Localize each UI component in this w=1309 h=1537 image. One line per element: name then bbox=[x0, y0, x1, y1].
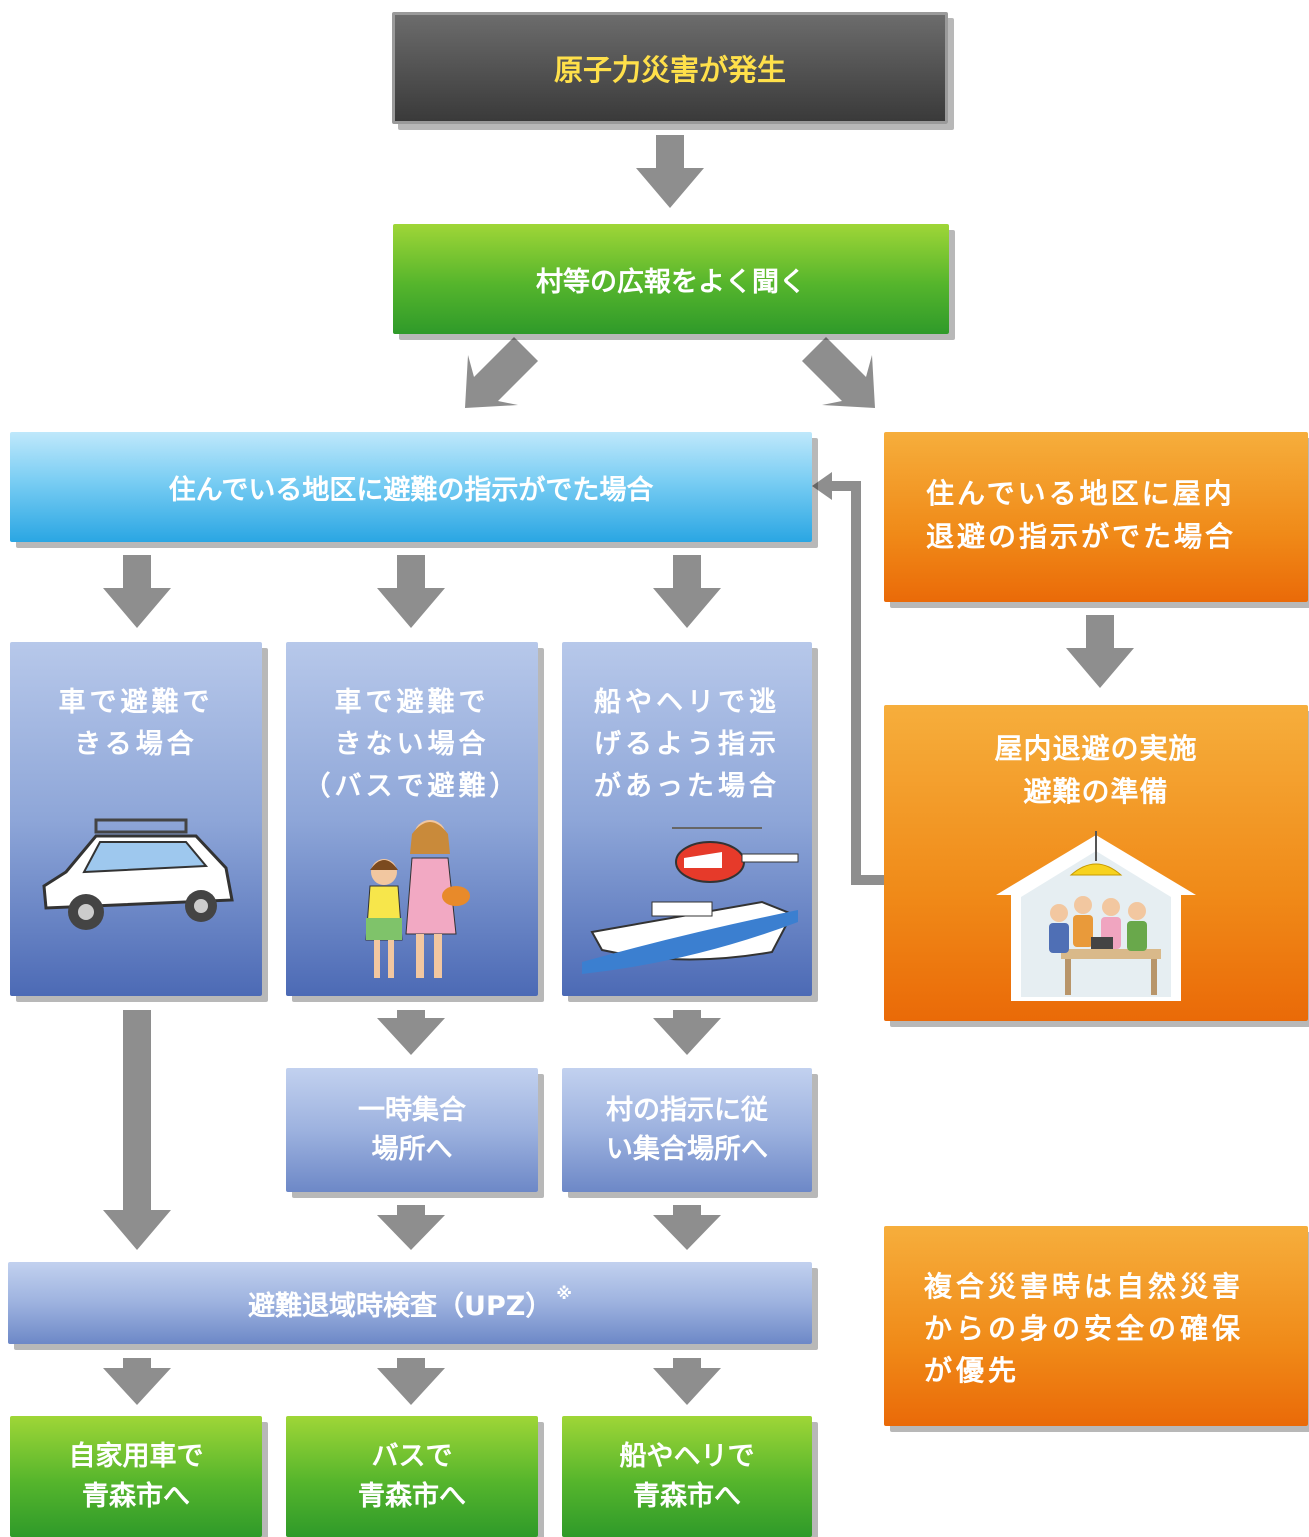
shelter-order-label: 住んでいる地区に屋内 退避の指示がでた場合 bbox=[926, 477, 1237, 554]
feedback-connector bbox=[826, 481, 884, 885]
arrow-down bbox=[103, 1358, 171, 1405]
temporary-gathering-box: 一時集合 場所へ bbox=[286, 1068, 538, 1192]
arrow-down-long bbox=[103, 1010, 171, 1250]
disaster-occurs-box: 原子力災害が発生 bbox=[392, 12, 948, 124]
arrow-down bbox=[377, 555, 445, 628]
arrow-down bbox=[103, 555, 171, 628]
shelter-order-box: 住んでいる地区に屋内 退避の指示がでた場合 bbox=[884, 432, 1308, 602]
priority-note-label: 複合災害時は自然災害 からの身の安全の確保 が優先 bbox=[924, 1270, 1245, 1387]
arrow-diagonal-right bbox=[802, 337, 875, 408]
option-bus-label: 車で避難で きない場合 （バスで避難） bbox=[303, 687, 521, 802]
shelter-action-box: 屋内退避の実施 避難の準備 bbox=[884, 705, 1308, 1021]
disaster-occurs-label: 原子力災害が発生 bbox=[553, 53, 786, 87]
ship-helicopter-illustration bbox=[582, 827, 799, 974]
arrow-down bbox=[636, 135, 704, 208]
arrow-down bbox=[653, 555, 721, 628]
inspection-box: 避難退域時検査（UPZ） ※ bbox=[8, 1262, 812, 1344]
destination-car-box: 自家用車で 青森市へ bbox=[10, 1416, 262, 1537]
destination-bus-label: バスで 青森市へ bbox=[358, 1441, 466, 1512]
option-car-box: 車で避難で きる場合 bbox=[10, 642, 262, 996]
priority-note-box: 複合災害時は自然災害 からの身の安全の確保 が優先 bbox=[884, 1226, 1308, 1426]
option-bus-box: 車で避難で きない場合 （バスで避難） bbox=[286, 642, 538, 996]
arrow-down bbox=[653, 1205, 721, 1250]
shelter-action-label: 屋内退避の実施 避難の準備 bbox=[994, 732, 1198, 809]
arrow-down bbox=[377, 1010, 445, 1055]
arrow-down bbox=[653, 1358, 721, 1405]
inspection-label: 避難退域時検査（UPZ） bbox=[248, 1290, 553, 1322]
mother-child-illustration bbox=[365, 820, 470, 978]
destination-ship-label: 船やヘリで 青森市へ bbox=[619, 1441, 755, 1512]
evacuation-order-box: 住んでいる地区に避難の指示がでた場合 bbox=[10, 432, 812, 542]
inspection-note-mark: ※ bbox=[556, 1284, 572, 1303]
destination-car-label: 自家用車で 青森市へ bbox=[68, 1441, 204, 1512]
arrow-down bbox=[377, 1358, 445, 1405]
village-gathering-box: 村の指示に従 い集合場所へ bbox=[562, 1068, 812, 1192]
option-car-label: 車で避難で きる場合 bbox=[58, 687, 214, 760]
option-ship-label: 船やヘリで逃 げるよう指示 があった場合 bbox=[594, 687, 780, 802]
temporary-gathering-label: 一時集合 場所へ bbox=[358, 1094, 466, 1165]
arrow-diagonal-left bbox=[465, 337, 538, 408]
arrow-down bbox=[377, 1205, 445, 1250]
house-family-illustration bbox=[996, 831, 1196, 1001]
village-gathering-label: 村の指示に従 い集合場所へ bbox=[606, 1094, 768, 1165]
evacuation-order-label: 住んでいる地区に避難の指示がでた場合 bbox=[168, 474, 654, 506]
listen-announcements-box: 村等の広報をよく聞く bbox=[393, 224, 949, 334]
car-illustration bbox=[42, 818, 234, 930]
listen-announcements-label: 村等の広報をよく聞く bbox=[536, 266, 806, 298]
arrow-down bbox=[653, 1010, 721, 1055]
destination-ship-box: 船やヘリで 青森市へ bbox=[562, 1416, 812, 1537]
feedback-arrowhead bbox=[812, 472, 832, 500]
arrow-down bbox=[1066, 615, 1134, 688]
destination-bus-box: バスで 青森市へ bbox=[286, 1416, 538, 1537]
option-ship-box: 船やヘリで逃 げるよう指示 があった場合 bbox=[562, 642, 812, 996]
